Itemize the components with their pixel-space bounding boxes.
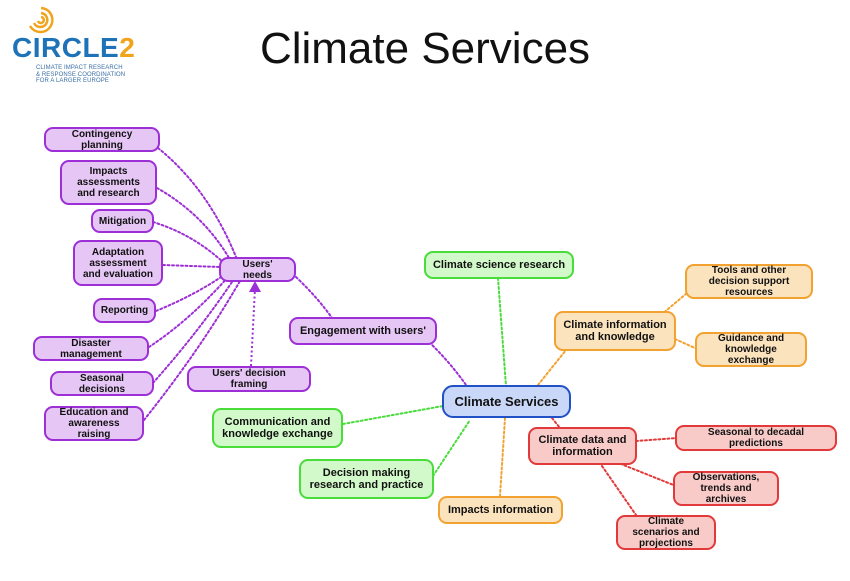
- node-mitigation: Mitigation: [91, 209, 154, 233]
- node-climate-scenarios-projections: Climate scenarios and projections: [616, 515, 716, 550]
- node-contingency-planning: Contingency planning: [44, 127, 160, 152]
- node-seasonal-decadal-predictions: Seasonal to decadal predictions: [675, 425, 837, 451]
- node-climate-information-knowledge: Climate information and knowledge: [554, 311, 676, 351]
- node-seasonal-decisions: Seasonal decisions: [50, 371, 154, 396]
- node-adaptation-assessment: Adaptation assessment and evaluation: [73, 240, 163, 286]
- node-impacts-assessments: Impacts assessments and research: [60, 160, 157, 205]
- node-guidance-knowledge-exchange: Guidance and knowledge exchange: [695, 332, 807, 367]
- node-engagement-with-users: Engagement with users': [289, 317, 437, 345]
- logo-wordmark: CIRCLE2: [12, 32, 136, 63]
- page-title: Climate Services: [259, 24, 591, 73]
- node-climate-services: Climate Services: [442, 385, 571, 418]
- node-users-decision-framing: Users' decision framing: [187, 366, 311, 392]
- node-communication-knowledge-exchange: Communication and knowledge exchange: [212, 408, 343, 448]
- node-climate-science-research: Climate science research: [424, 251, 574, 279]
- node-reporting: Reporting: [93, 298, 156, 323]
- node-users-needs: Users' needs: [219, 257, 296, 282]
- users-needs-links: [143, 147, 467, 421]
- node-tools-decision-support: Tools and other decision support resourc…: [685, 264, 813, 299]
- logo-tagline: CLIMATE IMPACT RESEARCH & RESPONSE COORD…: [36, 65, 126, 84]
- node-observations-trends: Observations, trends and archives: [673, 471, 779, 506]
- red-links: [551, 417, 678, 516]
- node-impacts-information: Impacts information: [438, 496, 563, 524]
- logo-swirl-icon: [28, 6, 54, 34]
- node-education-awareness: Education and awareness raising: [44, 406, 144, 441]
- node-climate-data-information: Climate data and information: [528, 427, 637, 465]
- green-links: [342, 277, 507, 477]
- node-decision-making-research: Decision making research and practice: [299, 459, 434, 499]
- decision-framing-arrow: [249, 281, 261, 367]
- circle2-logo: CIRCLE2 CLIMATE IMPACT RESEARCH & RESPON…: [8, 6, 158, 86]
- node-disaster-management: Disaster management: [33, 336, 149, 361]
